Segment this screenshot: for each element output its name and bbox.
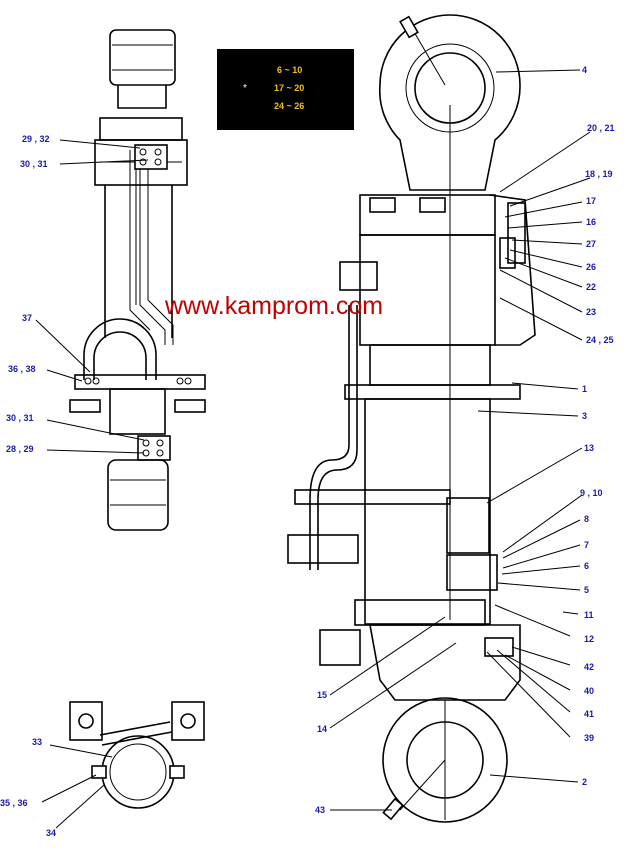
callout-label: 9 , 10: [580, 488, 603, 498]
callout-label: 20 , 21: [587, 123, 615, 133]
callout-label: 6: [584, 561, 590, 571]
callout-label: 5: [584, 585, 590, 595]
callout-label: 22: [586, 282, 597, 292]
legend-row: 17 ~ 20: [274, 83, 305, 93]
callout-label: 26: [586, 262, 597, 272]
callout-label: 39: [584, 733, 595, 743]
callout-label: 27: [586, 239, 597, 249]
callout-label: 36 , 38: [8, 364, 36, 374]
legend-row: 24 ~ 26: [274, 101, 305, 111]
legend-row: 6 ~ 10: [277, 65, 303, 75]
callout-label: 4: [582, 65, 588, 75]
callout-label: 17: [586, 196, 597, 206]
callout-label: 40: [584, 686, 595, 696]
callout-label: 11: [584, 610, 594, 620]
callout-label: 33: [32, 737, 43, 747]
callout-label: 24 , 25: [586, 335, 614, 345]
callout-label: 29 , 32: [22, 134, 50, 144]
callout-label: 28 , 29: [6, 444, 34, 454]
callout-label: 37: [22, 313, 33, 323]
callout-label: 15: [317, 690, 328, 700]
callout-label: 7: [584, 540, 590, 550]
callout-label: 23: [586, 307, 597, 317]
callout-label: 2: [582, 777, 588, 787]
callout-label: 30 , 31: [6, 413, 34, 423]
callout-label: 18 , 19: [585, 169, 613, 179]
main-cylinder: [287, 14, 536, 823]
legend-box: * 6 ~ 10 17 ~ 20 24 ~ 26: [217, 49, 354, 130]
callout-label: 41: [584, 709, 595, 719]
callout-label: 13: [584, 443, 595, 453]
callout-label: 14: [317, 724, 328, 734]
side-view-cylinder: [69, 29, 206, 531]
section-view-clamp: [69, 701, 205, 809]
callout-label: 42: [584, 662, 595, 672]
callout-label: 12: [584, 634, 595, 644]
callout-label: 16: [586, 217, 597, 227]
legend-symbol: *: [243, 83, 247, 94]
leader-lines: [35, 69, 591, 829]
callout-label: 30 , 31: [20, 159, 48, 169]
callout-label: 43: [315, 805, 326, 815]
callout-label: 1: [582, 384, 588, 394]
watermark-text: www.kamprom.com: [165, 292, 384, 320]
callout-label: 34: [46, 828, 57, 838]
callout-label: 35 , 36: [0, 798, 28, 808]
callout-label: 8: [584, 514, 590, 524]
callout-label: 3: [582, 411, 588, 421]
